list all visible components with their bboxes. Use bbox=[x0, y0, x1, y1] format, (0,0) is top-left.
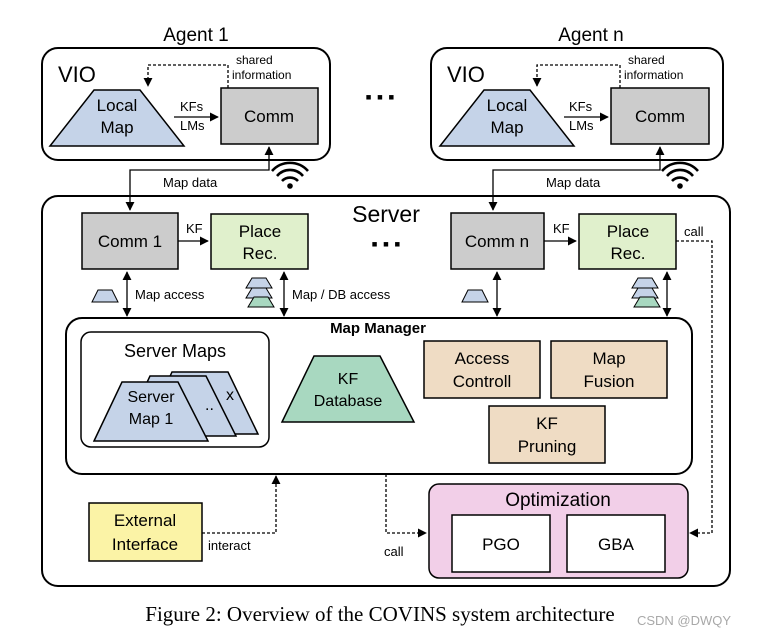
agent-1-lms-label: LMs bbox=[180, 118, 205, 133]
map-icon bbox=[461, 289, 489, 303]
server-map-1-line2: Map 1 bbox=[129, 411, 174, 428]
agent-n-comm-box[interactable] bbox=[610, 87, 710, 145]
comm-1-label: Comm 1 bbox=[98, 232, 162, 251]
agents-ellipsis: ▪ ▪ ▪ bbox=[365, 87, 394, 107]
kf-label-1: KF bbox=[186, 221, 203, 236]
agent-n-map-data-label: Map data bbox=[546, 175, 601, 190]
kf-database-line1: KF bbox=[338, 371, 359, 388]
place-rec-1-line2: Rec. bbox=[243, 244, 278, 263]
agent-1-vio-label: VIO bbox=[58, 62, 96, 87]
agent-n: Agent n VIO shared information Local Map… bbox=[430, 25, 724, 161]
agent-1-shared-info-1: shared bbox=[236, 53, 273, 67]
access-controll-line1: Access bbox=[455, 349, 510, 368]
gba-label: GBA bbox=[598, 535, 635, 554]
gba-box[interactable] bbox=[566, 514, 666, 573]
kf-pruning-line2: Pruning bbox=[518, 437, 577, 456]
agent-1-comm-label: Comm bbox=[244, 107, 294, 126]
kf-pruning-line1: KF bbox=[536, 414, 558, 433]
comm-n-box[interactable] bbox=[450, 212, 545, 270]
agent-1-comm-box[interactable] bbox=[220, 87, 319, 145]
map-icon bbox=[91, 289, 119, 303]
place-rec-n-box[interactable] bbox=[578, 213, 677, 270]
server-box bbox=[41, 195, 731, 587]
map-fusion-box[interactable] bbox=[550, 340, 668, 399]
agent-n-vio-label: VIO bbox=[447, 62, 485, 87]
agent-1-kfs-label: KFs bbox=[180, 99, 204, 114]
server-map-1-line1: Server bbox=[127, 389, 175, 406]
agent-1-title: Agent 1 bbox=[163, 25, 229, 46]
call-arrow-place-rec-n bbox=[676, 240, 713, 538]
agent-1-local-map-line1: Local bbox=[97, 96, 138, 115]
comm-n-label: Comm n bbox=[465, 232, 529, 251]
access-controll-line2: Controll bbox=[453, 372, 512, 391]
wifi-icon bbox=[271, 161, 309, 189]
server-ellipsis: ▪ ▪ ▪ bbox=[371, 234, 400, 254]
interact-label: interact bbox=[208, 538, 251, 553]
interact-arrow bbox=[202, 475, 281, 534]
agent-n-local-map-line2: Map bbox=[490, 118, 523, 137]
agent-n-local-map bbox=[438, 89, 576, 147]
agent-n-local-map-line1: Local bbox=[487, 96, 528, 115]
agent-n-shared-info-arrow bbox=[532, 64, 621, 88]
pgo-label: PGO bbox=[482, 535, 520, 554]
agent-n-shared-info-1: shared bbox=[628, 53, 665, 67]
place-rec-n-line2: Rec. bbox=[611, 244, 646, 263]
figure-caption: Figure 2: Overview of the COVINS system … bbox=[145, 602, 614, 626]
map-db-access-label: Map / DB access bbox=[292, 287, 391, 302]
place-rec-n-line1: Place bbox=[607, 222, 650, 241]
server-map-dots: .. bbox=[205, 397, 214, 414]
place-rec-1-box[interactable] bbox=[210, 213, 309, 270]
agent-n-comm-label: Comm bbox=[635, 107, 685, 126]
call-arrow-map-manager bbox=[385, 474, 427, 538]
server-map-x-label: x bbox=[226, 387, 234, 404]
server-maps-title: Server Maps bbox=[124, 341, 226, 361]
access-controll-box[interactable] bbox=[423, 340, 541, 399]
pgo-box[interactable] bbox=[451, 514, 551, 573]
agent-n-lms-label: LMs bbox=[569, 118, 594, 133]
agent-n-kfs-label: KFs bbox=[569, 99, 593, 114]
map-manager-title: Map Manager bbox=[330, 320, 426, 337]
call-label-top: call bbox=[684, 224, 704, 239]
agent-1-local-map-line2: Map bbox=[100, 118, 133, 137]
map-access-label: Map access bbox=[135, 287, 205, 302]
kf-label-n: KF bbox=[553, 221, 570, 236]
wifi-icon bbox=[661, 161, 699, 189]
call-label-bottom: call bbox=[384, 544, 404, 559]
kf-pruning-box[interactable] bbox=[488, 405, 606, 464]
map-db-icon bbox=[631, 277, 661, 308]
external-interface-line1: External bbox=[114, 511, 176, 530]
kf-database-line2: Database bbox=[314, 393, 383, 410]
agent-1-shared-info-arrow bbox=[143, 64, 229, 88]
agent-n-title: Agent n bbox=[558, 25, 624, 46]
map-fusion-line1: Map bbox=[592, 349, 625, 368]
agent-1-map-data-label: Map data bbox=[163, 175, 218, 190]
agent-1-local-map bbox=[48, 89, 186, 147]
optimization-title: Optimization bbox=[505, 490, 611, 511]
kf-database bbox=[280, 355, 416, 423]
agent-1-shared-info-2: information bbox=[232, 68, 291, 82]
agent-n-map-data-link bbox=[488, 146, 665, 211]
external-interface-line2: Interface bbox=[112, 535, 178, 554]
agent-n-shared-info-2: information bbox=[624, 68, 683, 82]
watermark: CSDN @DWQY bbox=[637, 613, 731, 628]
agent-1-map-data-link bbox=[125, 146, 274, 211]
agent-1: Agent 1 VIO shared information Local Map… bbox=[41, 25, 331, 161]
map-db-icon bbox=[245, 277, 275, 308]
server-title: Server bbox=[352, 201, 420, 227]
map-fusion-line2: Fusion bbox=[583, 372, 634, 391]
external-interface-box[interactable] bbox=[88, 502, 203, 562]
server-map-1 bbox=[92, 381, 210, 442]
place-rec-1-line1: Place bbox=[239, 222, 282, 241]
